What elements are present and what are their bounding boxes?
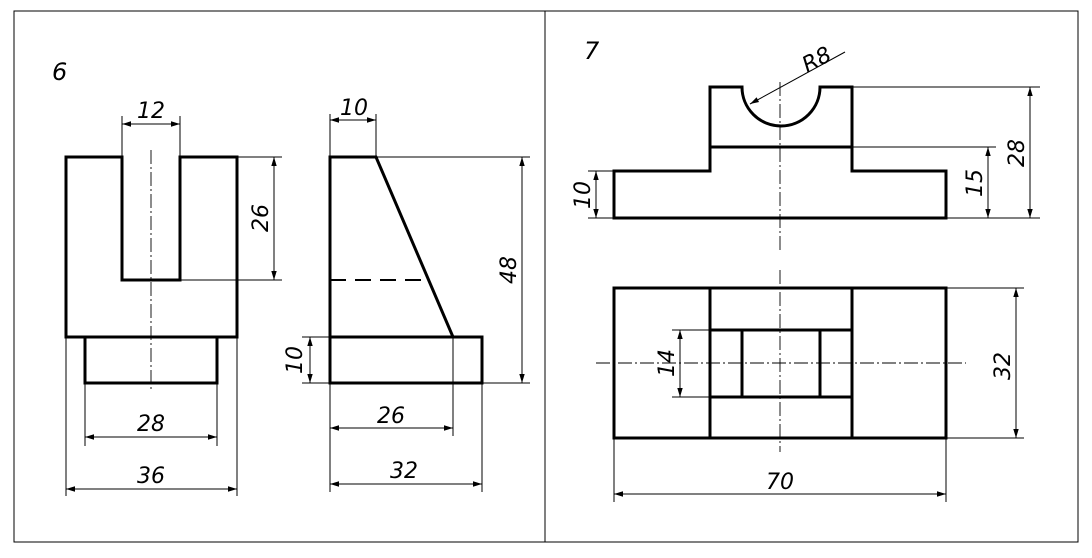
dim-slot-width: 12 — [121, 99, 181, 157]
dim-label: 12 — [137, 99, 165, 124]
dim-total-height: 28 — [820, 86, 1040, 218]
front-view-7 — [612, 82, 948, 250]
sheet-frame — [13, 10, 1079, 543]
dim-slot-depth: 26 — [180, 156, 282, 281]
dim-label: 10 — [340, 96, 368, 121]
top-view-7 — [596, 270, 966, 452]
panel-number: 7 — [584, 37, 600, 65]
dim-label: 10 — [571, 181, 596, 209]
dim-label: 32 — [390, 459, 418, 484]
dim-label: 70 — [766, 470, 794, 495]
dim-label: 15 — [963, 169, 988, 197]
dim-label: 26 — [249, 204, 274, 232]
front-outline — [612, 85, 948, 220]
dim-total-width: 36 — [65, 337, 238, 496]
dim-side-width: 32 — [329, 383, 483, 492]
dim-flange-height: 10 — [571, 170, 614, 219]
panel-6: 6 12 26 28 — [52, 58, 530, 496]
dim-label: 28 — [1005, 139, 1030, 167]
dim-depth: 32 — [946, 287, 1024, 439]
dim-label: 48 — [497, 256, 522, 284]
dim-base-width: 28 — [84, 383, 218, 446]
dim-label: 36 — [137, 464, 165, 489]
panel-7: 7 R8 10 15 28 — [571, 37, 1040, 502]
dim-side-base-height: 10 — [283, 336, 330, 384]
front-body-outline — [64, 155, 239, 339]
dim-radius: R8 — [749, 42, 846, 105]
front-view-6 — [64, 150, 239, 392]
dim-inner-width: 14 — [655, 329, 710, 398]
dim-label: 26 — [377, 404, 405, 429]
dim-side-mid: 26 — [329, 337, 454, 436]
dim-label: 28 — [137, 412, 165, 437]
dim-length: 70 — [613, 438, 947, 502]
side-view-6 — [328, 155, 484, 385]
dim-step-height: 15 — [852, 146, 1040, 219]
dim-label: 10 — [283, 346, 308, 374]
dim-side-top: 10 — [329, 96, 377, 157]
dim-label: 32 — [991, 352, 1016, 380]
side-outline — [328, 155, 484, 385]
dim-label: 14 — [655, 349, 680, 377]
dim-side-height: 48 — [376, 156, 530, 384]
panel-number: 6 — [52, 58, 67, 86]
dim-label: R8 — [798, 42, 836, 78]
